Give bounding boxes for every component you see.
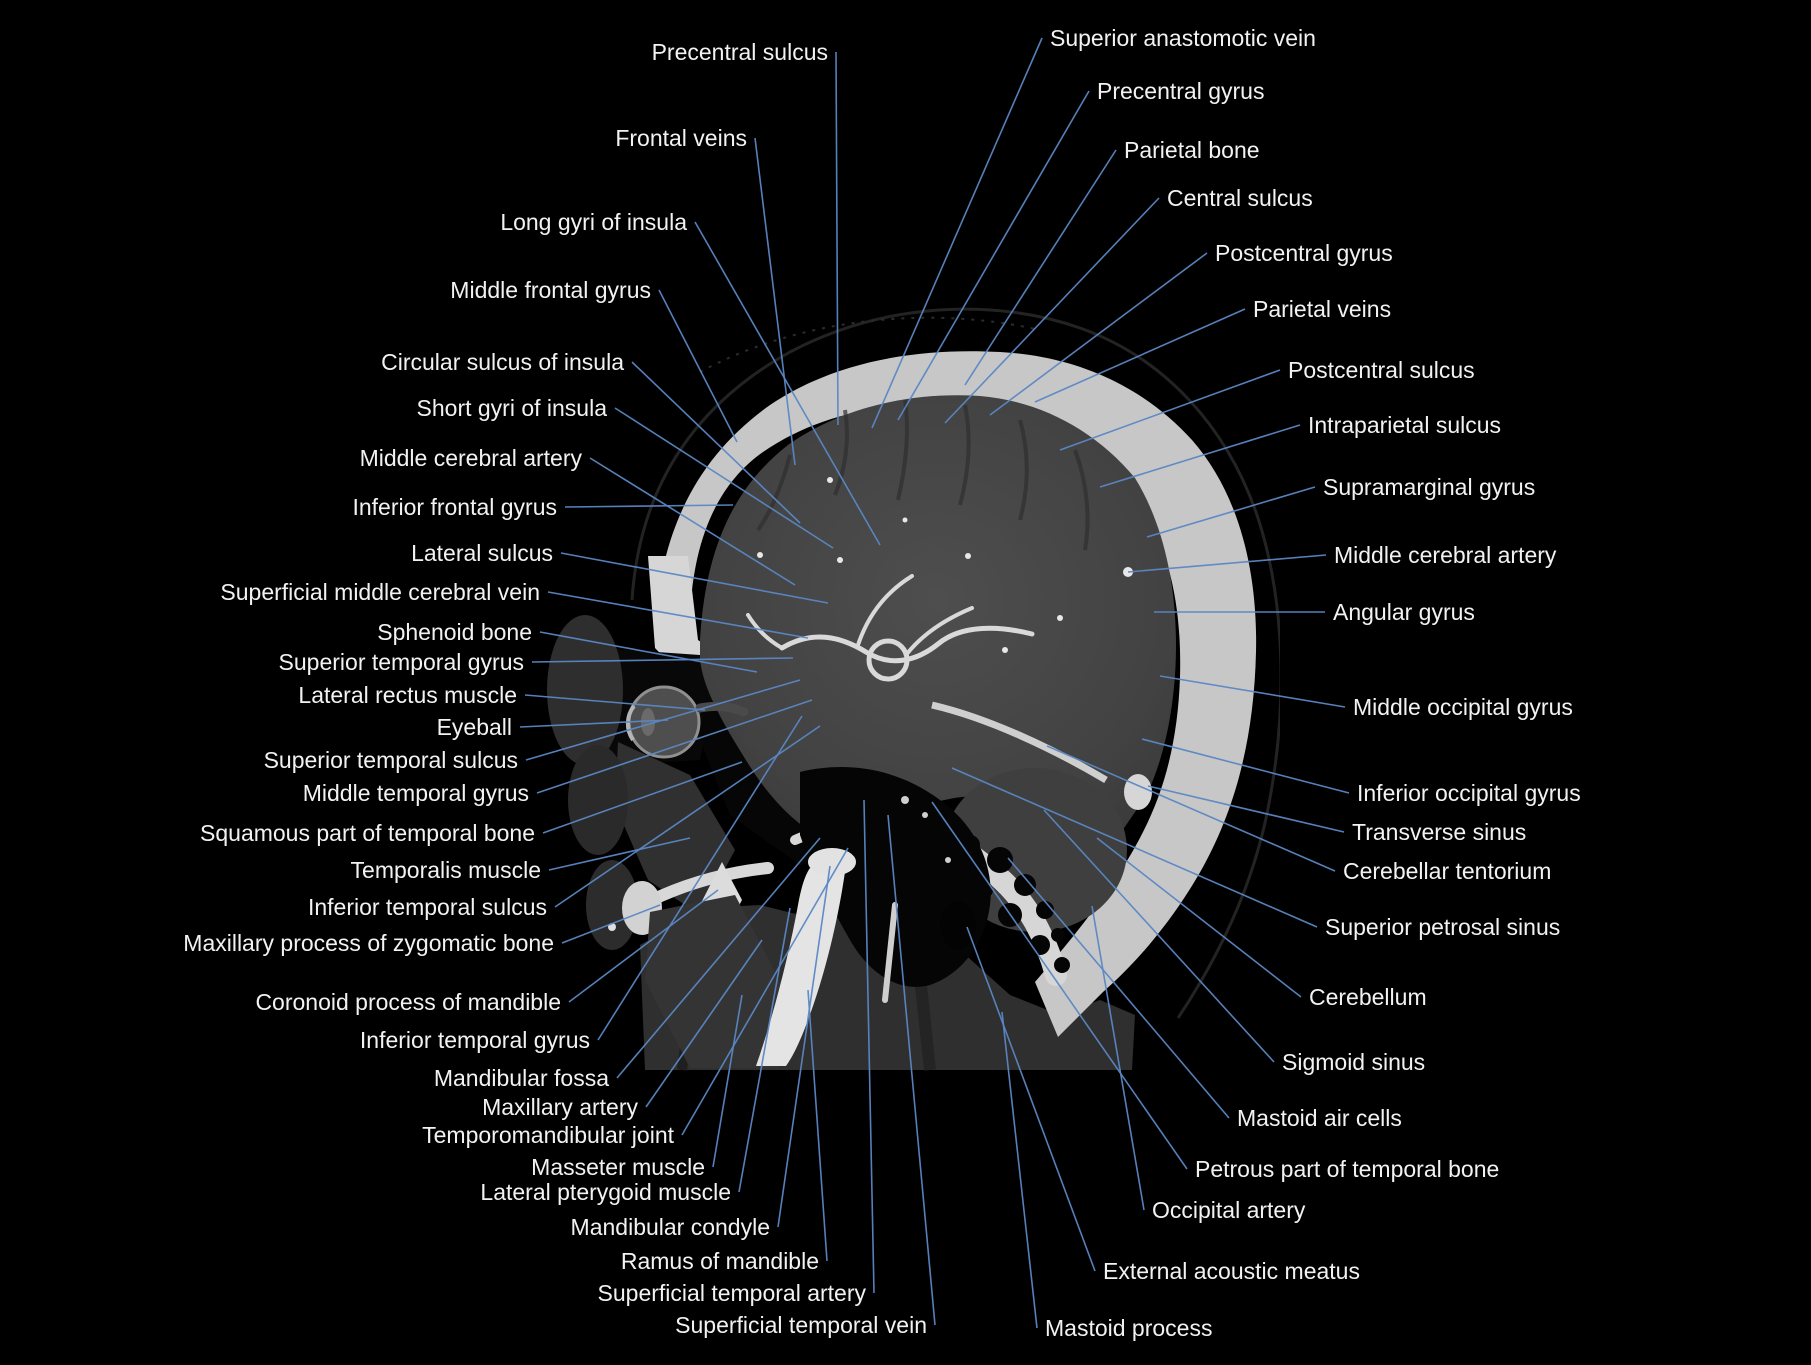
face-soft-tissue bbox=[547, 615, 623, 765]
leader-line-inferior-occipital-gyrus bbox=[1141, 738, 1350, 794]
leader-line-inferior-frontal-gyrus bbox=[564, 504, 734, 508]
leader-line-middle-occipital-gyrus bbox=[1159, 675, 1346, 708]
leader-line-transverse-sinus bbox=[1147, 785, 1345, 833]
leader-line-precentral-gyrus bbox=[897, 90, 1090, 421]
external-acoustic-meatus-shape bbox=[940, 901, 976, 949]
leader-line-mastoid-process bbox=[1001, 1011, 1038, 1329]
ct-scan-image bbox=[547, 307, 1280, 1071]
leader-line-postcentral-gyrus bbox=[989, 252, 1208, 416]
leader-line-parietal-veins bbox=[1034, 308, 1246, 403]
brain-shape bbox=[700, 395, 1176, 848]
leader-line-temporomandibular-joint bbox=[681, 847, 849, 1136]
leader-line-superficial-middle-cerebral-vein bbox=[547, 591, 809, 639]
zygomatic-arch-shape bbox=[646, 862, 774, 906]
leader-line-superior-temporal-gyrus bbox=[531, 657, 794, 663]
leader-line-superficial-temporal-vein bbox=[887, 814, 936, 1326]
styloid-process-shape bbox=[882, 902, 898, 1003]
sulci-lines bbox=[756, 399, 1090, 551]
leader-line-masseter-muscle bbox=[712, 994, 743, 1168]
leader-line-squamous-part-of-temporal-bone bbox=[542, 761, 743, 834]
face-soft-tissue bbox=[568, 745, 628, 855]
leader-line-inferior-temporal-gyrus bbox=[597, 715, 803, 1041]
leader-line-sphenoid-bone bbox=[539, 631, 758, 673]
leader-line-lateral-rectus-muscle bbox=[524, 694, 706, 711]
masseter-muscle-shape bbox=[645, 895, 795, 1068]
leader-line-mandibular-condyle bbox=[777, 865, 831, 1228]
leader-line-precentral-sulcus bbox=[835, 51, 839, 426]
leader-line-external-acoustic-meatus bbox=[966, 926, 1096, 1272]
leader-line-middle-temporal-gyrus bbox=[536, 699, 813, 794]
leader-line-cerebellum bbox=[1096, 837, 1302, 998]
ossicle-specks bbox=[901, 796, 951, 863]
leader-line-superior-petrosal-sinus bbox=[951, 767, 1318, 928]
transverse-sinus-shape bbox=[1124, 774, 1152, 810]
leader-line-ramus-of-mandible bbox=[807, 989, 828, 1262]
tentorium-line bbox=[931, 701, 1108, 784]
leader-line-temporalis-muscle bbox=[548, 837, 691, 871]
leader-line-maxillary-artery bbox=[645, 939, 763, 1108]
leader-line-occipital-artery bbox=[1091, 905, 1145, 1211]
leader-line-central-sulcus bbox=[944, 197, 1160, 424]
leader-line-superior-anastomotic-vein bbox=[871, 37, 1043, 429]
leader-line-superficial-temporal-artery bbox=[863, 799, 875, 1294]
leader-line-supramarginal-gyrus bbox=[1146, 486, 1316, 538]
lens-shape bbox=[641, 708, 655, 736]
leader-line-short-gyri-of-insula bbox=[614, 407, 834, 549]
leader-lines-layer bbox=[519, 37, 1350, 1329]
face-soft-tissue bbox=[586, 860, 638, 950]
leader-line-middle-cerebral-artery-right bbox=[1127, 554, 1327, 573]
leader-line-middle-cerebral-artery-left bbox=[589, 457, 796, 586]
cerebral-vessels bbox=[746, 574, 1035, 682]
cornea-shape bbox=[625, 704, 636, 742]
mastoid-air-cells-shapes bbox=[960, 835, 1070, 973]
leader-line-coronoid-process-of-mandible bbox=[568, 889, 719, 1003]
vessel-dots bbox=[757, 477, 1133, 653]
leader-line-petrous-part-of-temporal-bone bbox=[931, 801, 1188, 1170]
leader-line-circular-sulcus-of-insula bbox=[631, 361, 801, 524]
leader-line-intraparietal-sulcus bbox=[1099, 424, 1301, 488]
leader-line-lateral-pterygoid-muscle bbox=[738, 907, 791, 1193]
leader-line-mastoid-air-cells bbox=[1007, 857, 1230, 1119]
leader-line-maxillary-process-of-zygomatic-bone bbox=[561, 904, 661, 944]
temporalis-muscle-shape bbox=[615, 742, 735, 915]
leader-line-middle-frontal-gyrus bbox=[658, 289, 738, 443]
leader-line-lateral-sulcus bbox=[560, 552, 829, 604]
leader-line-long-gyri-of-insula bbox=[694, 221, 881, 546]
leader-line-postcentral-sulcus bbox=[1059, 369, 1281, 451]
leader-line-eyeball bbox=[519, 719, 669, 728]
leader-line-cerebellar-tentorium bbox=[1046, 745, 1336, 872]
scalp-outline bbox=[630, 307, 1280, 1019]
mandibular-condyle-shape bbox=[808, 848, 856, 876]
leader-line-frontal-veins bbox=[754, 137, 796, 466]
leader-line-mandibular-fossa bbox=[616, 837, 821, 1079]
leader-line-superior-temporal-sulcus bbox=[525, 679, 801, 761]
leader-line-sigmoid-sinus bbox=[1043, 809, 1275, 1063]
leader-line-parietal-bone bbox=[964, 149, 1117, 386]
